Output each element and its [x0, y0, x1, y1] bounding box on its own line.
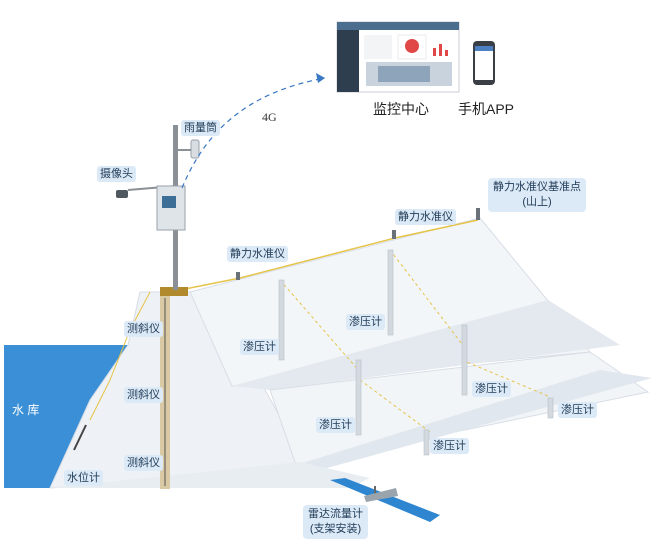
4g-link-arrow [181, 77, 326, 189]
dam-bench-lower [296, 370, 652, 470]
pole-base [160, 287, 188, 296]
monitor-screen-icon [336, 21, 460, 93]
reservoir-water [4, 345, 128, 488]
reservoir-label: 水 库 [12, 403, 40, 417]
rain-gauge-label: 雨量筒 [181, 120, 220, 136]
dam-toe [50, 462, 370, 488]
radar-flow-label-line2: (支架安装) [309, 523, 362, 535]
leveling-base-sensor [476, 208, 480, 220]
leveling-base-label-line2: (山上) [522, 196, 552, 208]
piezometer-tubes [278, 249, 554, 456]
inclinometer-label-3: 测斜仪 [124, 455, 163, 471]
water-level-gauge-label: 水位计 [64, 470, 103, 486]
monitor-center-label: 监控中心 [373, 101, 429, 117]
water-level-sensor [73, 424, 87, 451]
piezometer-label-4: 渗压计 [558, 402, 597, 418]
leveling-label-1: 静力水准仪 [227, 246, 288, 262]
piezometer-label-1: 渗压计 [346, 314, 385, 330]
dam-bench-mid [232, 300, 620, 390]
piezometer-label-6: 渗压计 [430, 438, 469, 454]
mobile-app-label: 手机APP [458, 101, 515, 117]
leveling-base-label: 静力水准仪基准点 (山上) [488, 178, 586, 212]
piezometer-label-5: 渗压计 [316, 417, 355, 433]
piezometer-label-3: 渗压计 [472, 381, 511, 397]
outflow-channel [330, 478, 440, 522]
camera-label: 摄像头 [97, 166, 136, 182]
inclinometer-label-2: 测斜仪 [124, 387, 163, 403]
leveling-base-label-line1: 静力水准仪基准点 [493, 181, 581, 193]
camera-icon [116, 190, 128, 198]
leveling-label-2: 静力水准仪 [395, 209, 456, 225]
water-level-cable [89, 291, 151, 421]
seepage-lines [279, 249, 549, 433]
leveling-cable [169, 219, 479, 293]
leveling-sensor-1 [236, 272, 240, 280]
radar-flow-label: 雷达流量计 (支架安装) [303, 505, 368, 539]
radar-flow-label-line1: 雷达流量计 [308, 508, 363, 520]
4g-label: 4G [262, 110, 277, 124]
radar-flow-meter-device [364, 488, 398, 502]
mobile-phone-icon [473, 41, 495, 85]
rain-gauge-icon [190, 139, 200, 159]
inclinometer-label-1: 测斜仪 [124, 321, 163, 337]
piezometer-label-2: 渗压计 [240, 339, 279, 355]
leveling-sensor-2 [392, 230, 396, 239]
dam-bench-middle [269, 351, 650, 466]
